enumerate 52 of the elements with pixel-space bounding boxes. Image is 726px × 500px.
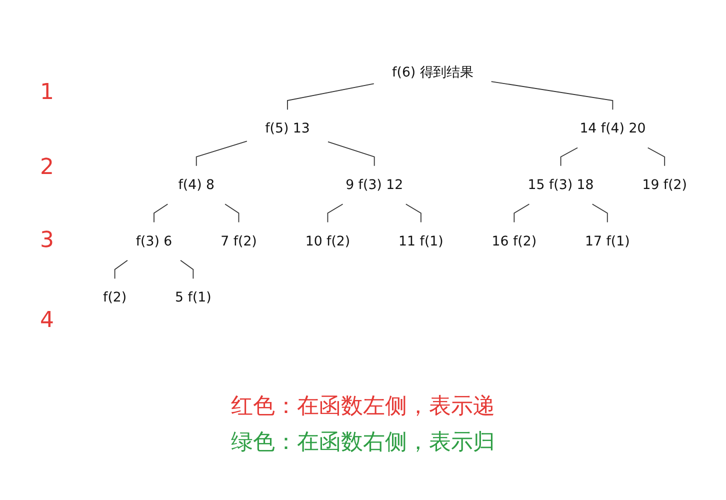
node-label: 7 [220, 234, 230, 249]
node-text: f(6) [392, 64, 416, 80]
connector [405, 204, 422, 223]
node-label: 17 [585, 234, 602, 249]
node-label: 8 [206, 177, 215, 193]
node-label: 5 [175, 290, 184, 306]
note-text: 绿色：在函数右侧，表示归 [230, 429, 496, 457]
node-label: 13 [292, 121, 310, 136]
level-number: 2 [40, 155, 54, 180]
level-number: 3 [40, 228, 54, 253]
node-text: f(2) [233, 234, 257, 249]
node-label: 14 [580, 121, 597, 136]
connector [328, 141, 375, 166]
node-text: f(1) [188, 290, 212, 306]
level-number: 4 [40, 308, 54, 333]
node-text: f(3) [358, 177, 382, 193]
node-label: 10 [305, 234, 322, 249]
connector [514, 204, 530, 223]
node-label: 得到结果 [420, 64, 474, 80]
level-number: 1 [40, 80, 54, 105]
connector [196, 140, 248, 166]
connector [287, 83, 374, 110]
connector [327, 204, 344, 223]
node-text: f(4) [600, 121, 624, 136]
node-text: f(1) [420, 234, 444, 249]
node-text: f(3) [136, 234, 160, 249]
connector [560, 147, 578, 166]
node-text: f(3) [548, 177, 573, 193]
node-label: 15 [528, 177, 545, 193]
node-label: 12 [386, 177, 404, 193]
node-text: f(2) [326, 234, 350, 249]
node-label: 19 [642, 177, 660, 193]
connector [154, 204, 168, 223]
node-label: 6 [164, 234, 172, 249]
node-text: f(2) [103, 290, 127, 306]
node-text: f(1) [606, 234, 630, 249]
node-text: f(2) [512, 234, 537, 249]
node-text: f(5) [265, 121, 289, 136]
node-label: 20 [628, 121, 646, 136]
node-label: 18 [576, 177, 594, 193]
connector [180, 260, 194, 280]
connector [224, 204, 240, 223]
node-label: 11 [398, 234, 416, 249]
connector [592, 204, 608, 223]
node-label: 16 [492, 234, 509, 249]
connector [490, 81, 614, 110]
note-text: 红色：在函数左侧，表示递 [230, 393, 496, 421]
connector [647, 147, 666, 166]
connector [114, 260, 128, 280]
node-label: 9 [346, 177, 354, 193]
node-text: f(2) [663, 177, 687, 193]
node-text: f(4) [178, 177, 202, 193]
